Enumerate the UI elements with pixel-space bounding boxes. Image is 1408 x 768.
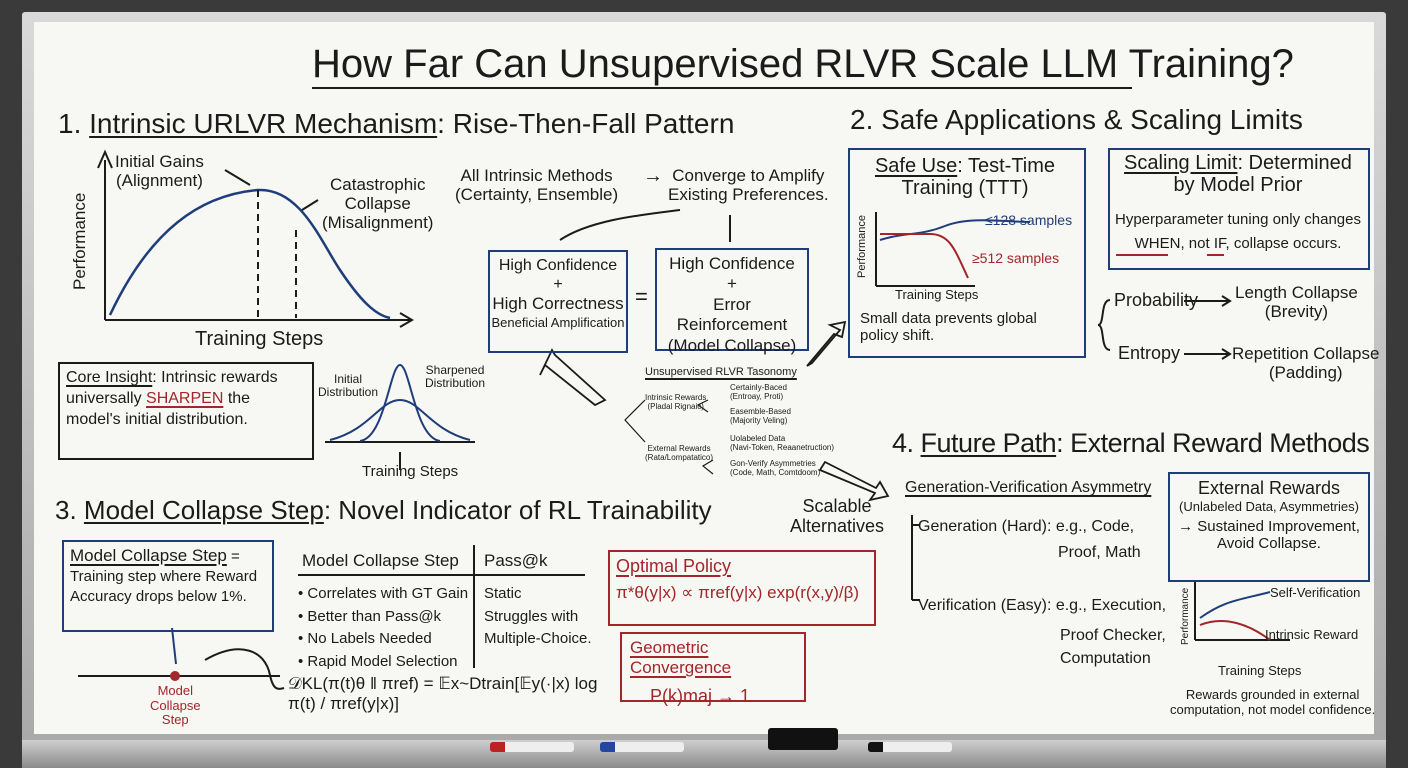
taxonomy-genverify: Gon-Verify Asymmetries (Code, Math, Comt… [730,459,821,477]
black-marker[interactable] [868,742,952,752]
table-header-passk: Pass@k [484,551,548,570]
table-cell: • Rapid Model Selection [298,652,458,670]
graph-ylabel: Performance [70,192,89,290]
sharpened-distribution-curve [359,363,441,442]
scaling-limit-box [1108,148,1370,270]
taxonomy-certainty: Certainly-Baced (Entroay, Proti) [730,383,787,401]
scaling-limit-title: Scaling Limit: Determined by Model Prior [1124,152,1352,197]
self-verification-line [1199,591,1271,619]
ext-axes [1194,582,1290,641]
safe-use-box [848,148,1086,358]
table-cell: • Better than Pass@k [298,607,442,625]
graph-xlabel: Training Steps [195,328,324,350]
intrinsic-reward-label: Intrinsic Reward [1265,627,1359,642]
flow-arrow: → [643,165,663,187]
scaling-limit-l1: Hyperparameter tuning only changes [1115,211,1361,228]
sharpened-distribution-label: Sharpened Distribution [425,363,486,391]
collapse-arrows [1184,295,1232,360]
dist-axis [325,441,475,470]
scaling-limit-l2: WHEN, not IF, collapse occurs. [1134,235,1342,252]
core-insight-box: Core Insight: Intrinsic rewards universa… [58,362,314,460]
ext-xlabel: Training Steps [1218,663,1302,678]
all-intrinsic-methods: All Intrinsic Methods (Certainty, Ensemb… [455,166,619,205]
large-data-line [880,233,969,279]
verification-text: Verification (Easy): e.g., Execution, [918,597,1167,614]
scalable-alternatives-label: Scalable Alternatives [790,496,885,537]
marker-tray [22,740,1386,768]
generation-text-2: Proof, Math [1058,544,1141,561]
dist-xlabel: Training Steps [362,463,459,480]
converge-text: Converge to Amplify Existing Preferences… [668,166,829,205]
taxonomy-unlabeled: Uolabeled Data (Navi-Token, Reaanetructi… [730,434,835,452]
equals-sign: = [635,284,648,309]
taxonomy-external: External Rewards (Rata/Lompatatico) [645,444,714,462]
ttt-note: Small data prevents global policy shift. [860,310,1037,344]
asym-branch [911,515,920,601]
probability-label: Probability [1114,290,1199,310]
intrinsic-reward-line [1199,620,1271,641]
outline-arrows [539,320,847,407]
table-lines [298,545,585,668]
ttt-axes [875,212,975,287]
section2-heading: 2. Safe Applications & Scaling Limits [850,104,1303,135]
section1-heading: 1. Intrinsic URLVR Mechanism: Rise-Then-… [58,108,735,139]
section4-heading: 4. Future Path: External Reward Methods [892,428,1370,458]
taxonomy-title: Unsupervised RLVR Tasonomy [645,366,797,378]
generation-text: Generation (Hard): e.g., Code, [918,518,1135,535]
blue-marker[interactable] [600,742,684,752]
length-collapse-label: Length Collapse (Brevity) [1235,283,1358,322]
repetition-collapse-label: Repetition Collapse (Padding) [1232,344,1380,383]
external-rewards-box: External Rewards(Unlabeled Data, Asymmet… [1168,472,1370,582]
red-marker[interactable] [490,742,574,752]
table-header-collapse-step: Model Collapse Step [302,551,459,570]
initial-distribution-curve [329,398,471,441]
page-title: How Far Can Unsupervised RLVR Scale LLM … [312,42,1294,86]
scalable-arrow [818,460,890,502]
rise-fall-curve [108,188,391,320]
collapse-step-definition-box: Model Collapse Step = Training step wher… [62,540,274,632]
small-data-line [879,219,1031,241]
error-reinforcement-box: High Confidence+Error Reinforcement(Mode… [655,248,809,355]
collapse-step-dot [170,671,180,681]
whiteboard [34,22,1374,734]
flow-arrows [559,209,731,242]
collapse-brace [1097,299,1111,351]
entropy-label: Entropy [1118,343,1181,363]
dashed-markers [257,190,297,318]
collapse-label: Catastrophic Collapse (Misalignment) [322,175,434,233]
eraser[interactable] [768,728,838,750]
small-data-label: ≤128 samples [985,212,1073,228]
timeline-label: Model Collapse Step [150,683,201,728]
taxonomy-intrinsic: Intrinsic Rewards (Pladal Rignaic) [645,393,707,411]
def-arrow [171,627,177,665]
initial-gains-label: Initial Gains (Alignment) [115,152,204,191]
kl-arrow [204,648,285,690]
ttt-ylabel: Performance [856,215,868,278]
safe-use-title: Safe Use: Test-Time Training (TTT) [874,155,1056,200]
verification-text-2: Proof Checker, Computation [1060,627,1166,668]
large-data-label: ≥512 samples [972,250,1060,266]
section3-heading: 3. Model Collapse Step: Novel Indicator … [55,495,712,525]
external-note: Rewards grounded in external computation… [1170,687,1376,717]
asymmetry-title: Generation-Verification Asymmetry [905,479,1152,496]
taxonomy-branches [624,399,714,475]
ttt-xlabel: Training Steps [895,287,979,302]
table-cell: • No Labels Needed [298,630,432,647]
annotation-arrows [224,169,319,211]
kl-formula: 𝒟KL(π(t)θ ‖ πref) = 𝔼x~Dtrain[𝔼y(·|x) lo… [288,674,598,713]
ext-ylabel: Performance [1180,587,1191,645]
self-verification-label: Self-Verification [1270,585,1361,600]
x-axis [105,312,414,328]
table-col1: • Correlates with GT Gain • Better than P… [298,583,468,673]
initial-distribution-label: Initial Distribution [318,372,379,400]
table-col2: Static Struggles with Multiple-Choice. [484,585,592,647]
y-axis [97,149,113,320]
table-cell: • Correlates with GT Gain [298,585,469,602]
taxonomy-ensemble: Easemble-Based (Majority Veling) [730,407,791,425]
